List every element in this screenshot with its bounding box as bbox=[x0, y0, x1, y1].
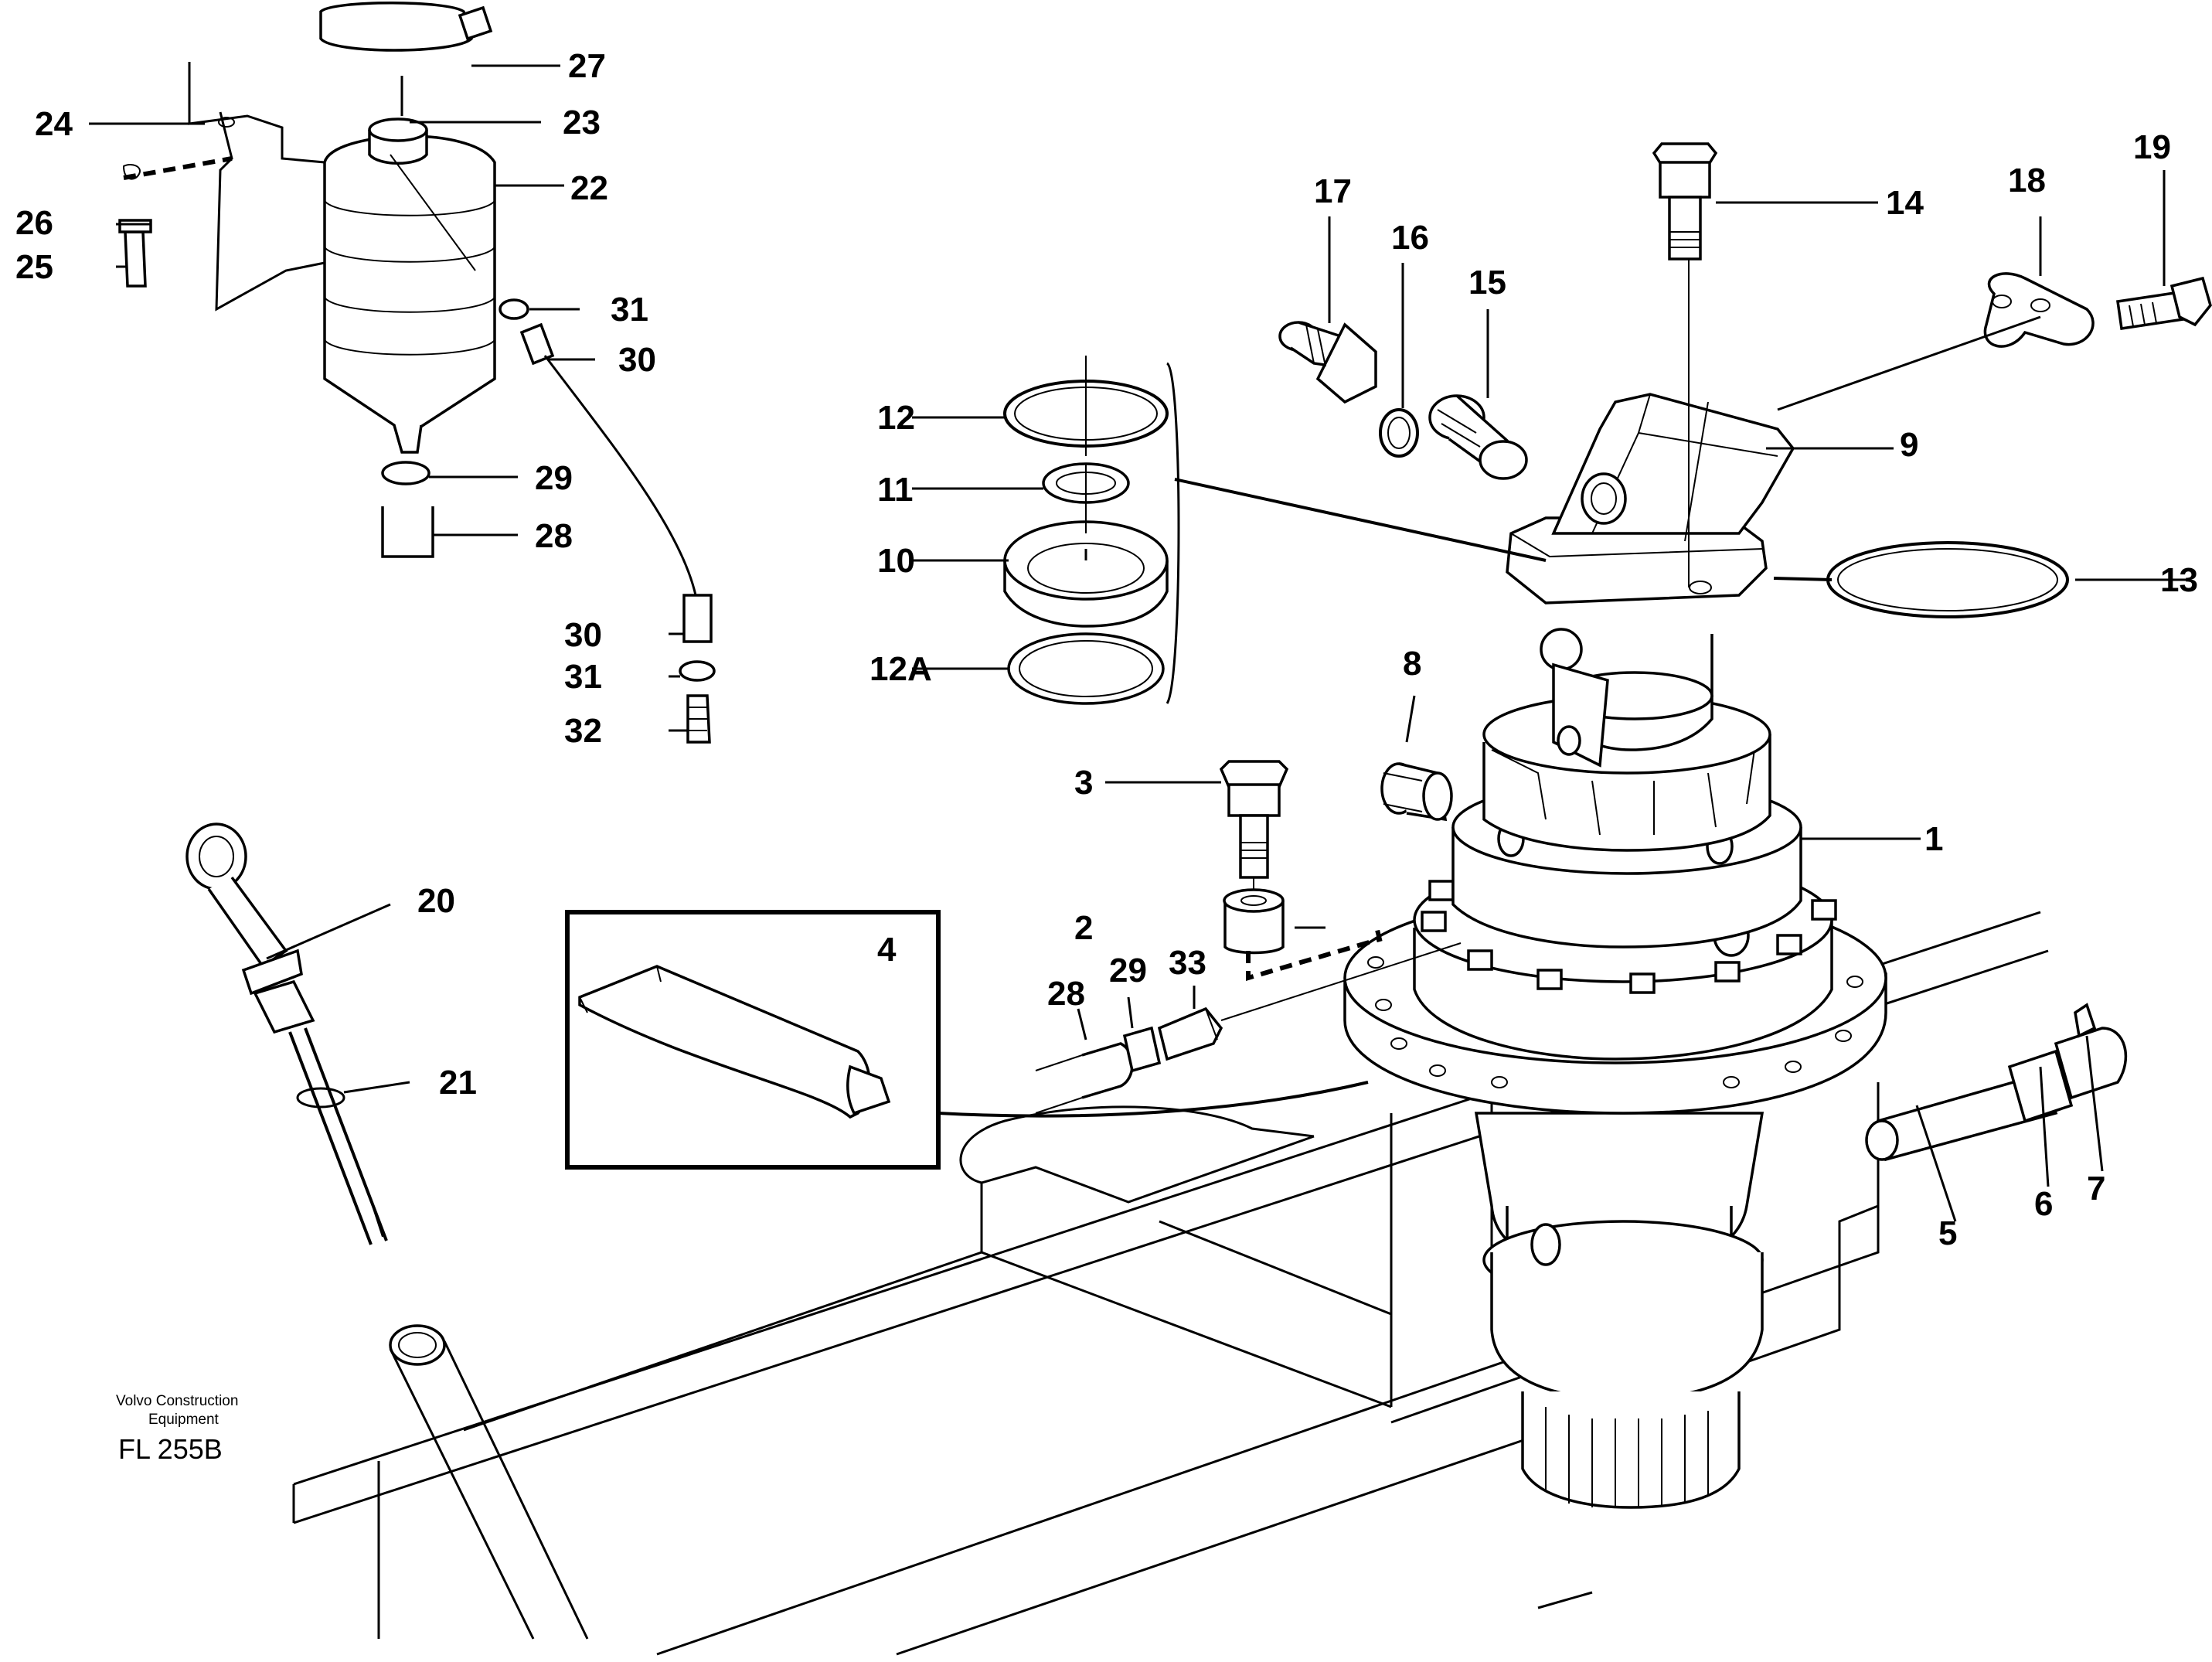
callout-13: 13 bbox=[2160, 561, 2198, 599]
callout-30b: 30 bbox=[564, 616, 602, 654]
callout-14: 14 bbox=[1886, 184, 1924, 222]
callout-21: 21 bbox=[439, 1064, 477, 1102]
callout-26: 26 bbox=[15, 204, 53, 242]
seal-kit-group bbox=[1003, 356, 1180, 705]
retaining-ring-12a bbox=[1007, 632, 1165, 705]
callout-1: 1 bbox=[1924, 820, 1943, 858]
plug-8 bbox=[1380, 762, 1453, 822]
clamp-18 bbox=[1983, 272, 2095, 348]
callout-33: 33 bbox=[1169, 944, 1206, 982]
company-line-2: Equipment bbox=[148, 1412, 219, 1428]
callout-28b: 28 bbox=[1047, 975, 1085, 1013]
callout-6: 6 bbox=[2034, 1185, 2053, 1223]
callout-17: 17 bbox=[1314, 172, 1352, 210]
callout-24: 24 bbox=[35, 105, 73, 143]
callout-12: 12 bbox=[877, 399, 915, 437]
oil-reservoir-assembly bbox=[118, 2, 716, 744]
callout-25: 25 bbox=[15, 248, 53, 286]
callout-5: 5 bbox=[1938, 1214, 1957, 1252]
grease-tube-detail-box bbox=[565, 910, 1369, 1170]
o-ring-13 bbox=[1826, 541, 2069, 618]
fitting-17 bbox=[1278, 321, 1377, 404]
motor-head-housing bbox=[1506, 393, 1795, 605]
fitting-15 bbox=[1428, 394, 1528, 480]
callout-30a: 30 bbox=[618, 341, 656, 379]
callout-12a: 12A bbox=[869, 650, 932, 688]
callout-32: 32 bbox=[564, 712, 602, 750]
callout-31a: 31 bbox=[611, 291, 648, 329]
callout-4: 4 bbox=[877, 931, 897, 969]
figure-code: FL 255B bbox=[118, 1433, 223, 1465]
figure-footer: Volvo Construction Equipment FL 255B bbox=[116, 1393, 238, 1465]
company-line-1: Volvo Construction bbox=[116, 1393, 238, 1409]
swing-motor-assembly bbox=[1343, 628, 1887, 1509]
seal-ring-16 bbox=[1379, 408, 1419, 458]
lube-line-assembly bbox=[1035, 923, 1462, 1114]
bolt-3 bbox=[1219, 760, 1289, 908]
callout-20: 20 bbox=[417, 882, 455, 920]
flange-bolt-holes bbox=[1367, 956, 1863, 1088]
pipe-fitting-group bbox=[1865, 1003, 2128, 1162]
callout-11: 11 bbox=[877, 471, 914, 509]
callout-31b: 31 bbox=[564, 658, 602, 696]
callout-9: 9 bbox=[1900, 426, 1918, 464]
callout-27: 27 bbox=[568, 47, 606, 85]
callout-29b: 29 bbox=[1109, 952, 1147, 989]
callout-15: 15 bbox=[1468, 264, 1506, 301]
leader-lines bbox=[89, 64, 2187, 1222]
callout-18: 18 bbox=[2008, 162, 2046, 199]
callout-10: 10 bbox=[877, 542, 915, 580]
callout-8: 8 bbox=[1403, 645, 1421, 683]
callout-2: 2 bbox=[1074, 909, 1093, 947]
callout-28a: 28 bbox=[535, 517, 573, 555]
callout-19: 19 bbox=[2133, 128, 2171, 166]
dipstick-assembly bbox=[185, 822, 589, 1640]
callout-22: 22 bbox=[570, 169, 608, 207]
callout-16: 16 bbox=[1391, 219, 1429, 257]
callout-23: 23 bbox=[563, 104, 601, 141]
callout-29a: 29 bbox=[535, 459, 573, 497]
bolt-14 bbox=[1652, 142, 1718, 587]
bolt-19 bbox=[2116, 276, 2212, 330]
callout-7: 7 bbox=[2087, 1170, 2105, 1207]
callout-3: 3 bbox=[1074, 764, 1093, 802]
callout-labels: 1 2 3 4 5 6 7 8 9 10 11 12 12A 13 14 15 … bbox=[15, 47, 2198, 1252]
spacer-2 bbox=[1223, 888, 1285, 955]
